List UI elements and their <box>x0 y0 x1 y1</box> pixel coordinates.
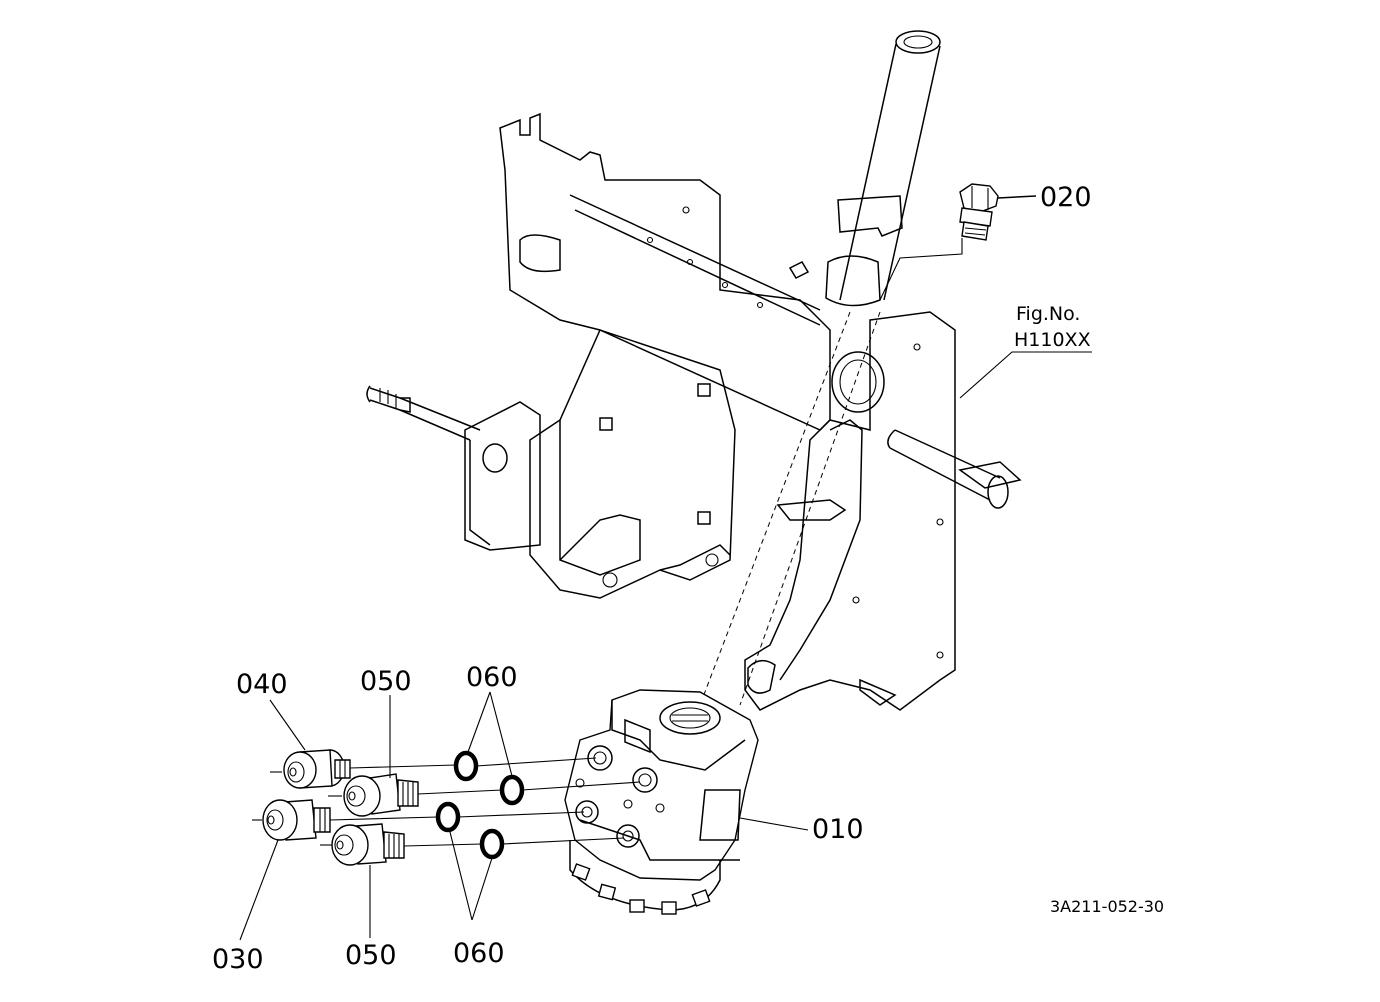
callout-030: 030 <box>212 944 264 975</box>
main-bracket <box>499 112 831 431</box>
callout-050-bottom: 050 <box>345 940 397 971</box>
fig-no-value: H110XX <box>1014 329 1091 351</box>
steering-column <box>699 30 941 706</box>
assembly-lines <box>329 757 641 847</box>
leader-lines <box>239 351 1092 941</box>
fig-no-label: Fig.No. <box>1016 303 1080 325</box>
callout-040: 040 <box>236 669 288 700</box>
part-010-steering-valve <box>564 689 759 915</box>
part-060-o-rings <box>435 750 525 860</box>
part-030-adapter <box>252 799 331 841</box>
part-050-adapter-bottom <box>320 823 405 866</box>
callout-050-top: 050 <box>360 666 412 697</box>
callout-060-top: 060 <box>466 662 518 693</box>
drawing-code: 3A211-052-30 <box>1050 897 1164 916</box>
callout-020: 020 <box>1040 182 1092 213</box>
callout-060-bottom: 060 <box>453 938 505 969</box>
part-020-fitting <box>879 183 1037 301</box>
callout-010: 010 <box>812 814 864 845</box>
part-040-adapter <box>270 749 351 789</box>
lower-plate <box>366 329 736 599</box>
part-050-adapter-top <box>328 773 419 817</box>
right-plate <box>744 311 1022 711</box>
